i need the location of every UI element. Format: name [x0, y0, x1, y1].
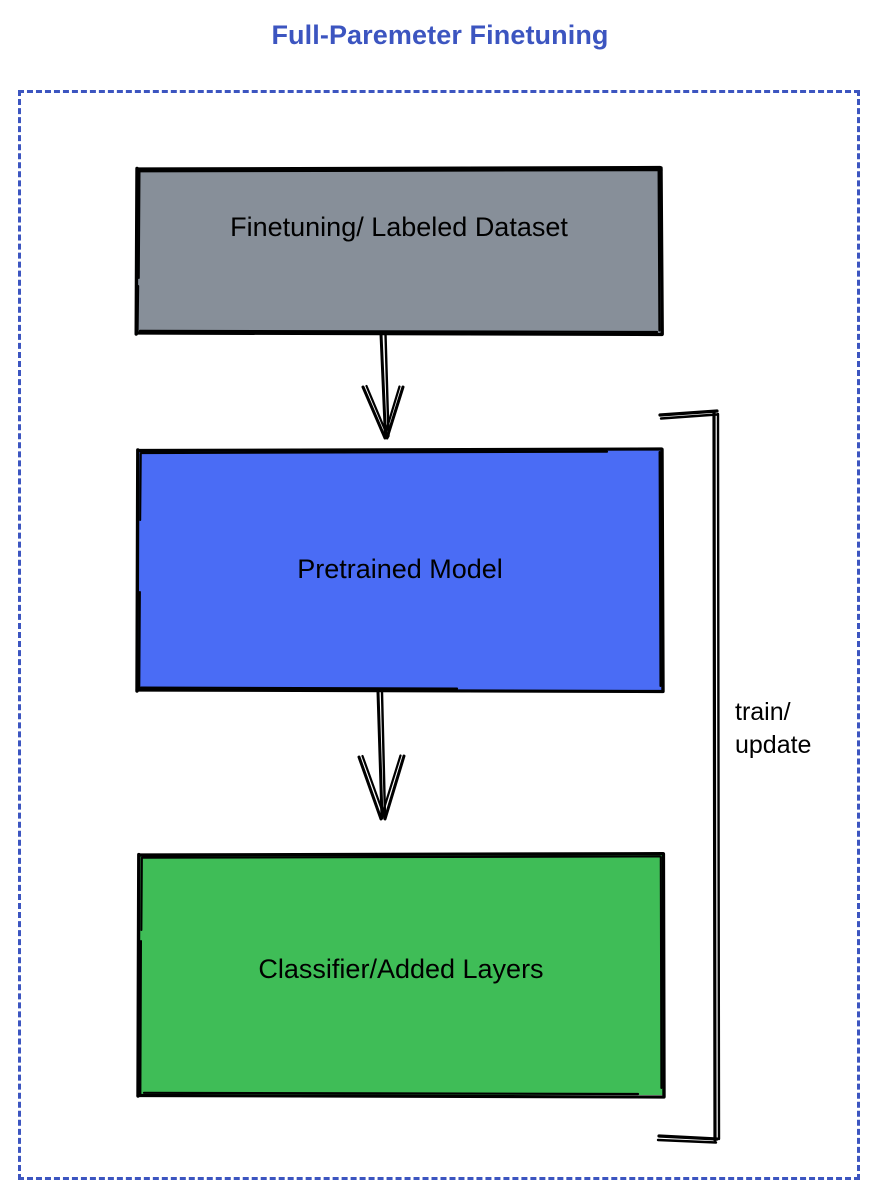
- node-dataset[interactable]: Finetuning/ Labeled Dataset: [134, 165, 664, 337]
- node-dataset-fill: [136, 168, 662, 333]
- node-pretrained-fill: [137, 450, 663, 690]
- node-pretrained[interactable]: Pretrained Model: [135, 447, 665, 694]
- node-classifier-label: Classifier/Added Layers: [258, 954, 544, 984]
- feedback-loop-label-line1: train/: [735, 698, 791, 726]
- node-classifier[interactable]: Classifier/Added Layers: [136, 852, 666, 1099]
- diagram-container-frame: [18, 90, 860, 1180]
- feedback-loop-label-line2: update: [735, 731, 812, 759]
- node-pretrained-label: Pretrained Model: [297, 554, 503, 585]
- node-classifier-fill: [138, 855, 664, 1095]
- node-dataset-label: Finetuning/ Labeled Dataset: [230, 212, 568, 242]
- page-title: Full-Paremeter Finetuning: [271, 20, 609, 50]
- feedback-loop-label: train/ update: [735, 696, 811, 762]
